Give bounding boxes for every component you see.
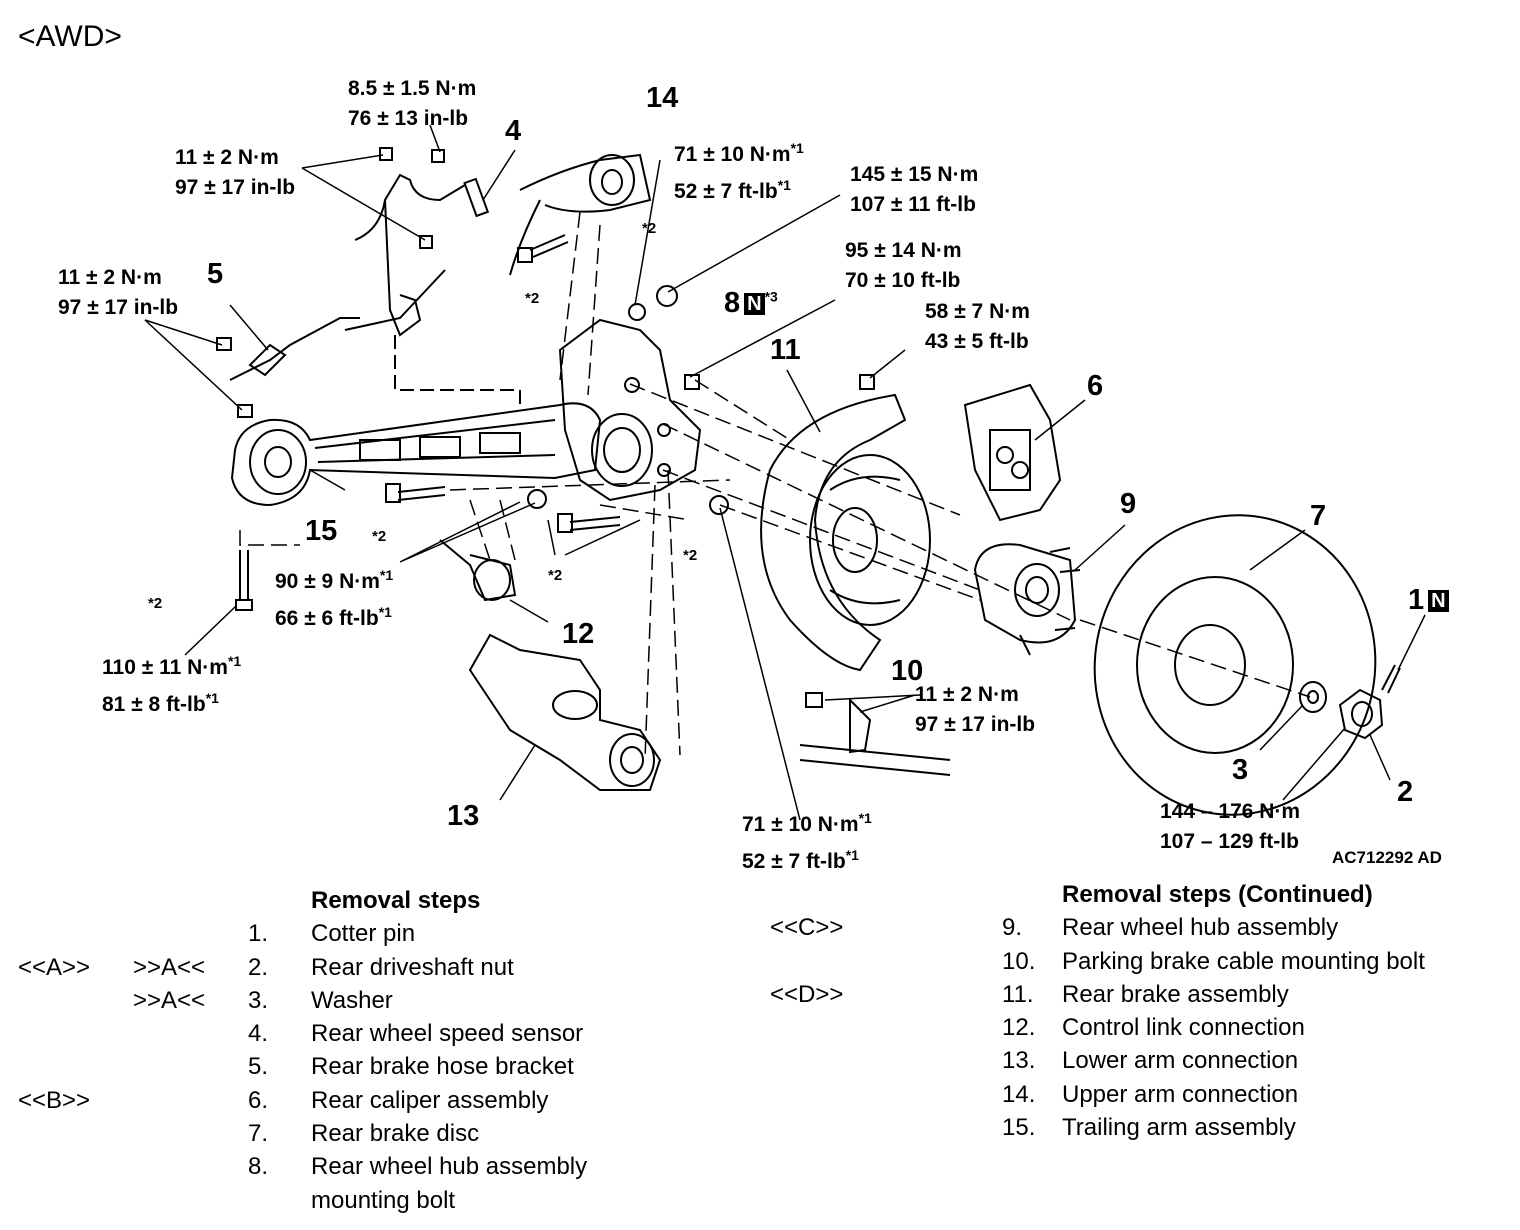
callout-10: 10: [891, 655, 924, 687]
caliper-part: [963, 383, 1062, 522]
nut-washer-cotter-part: [1299, 664, 1401, 740]
callout-9: 9: [1120, 488, 1137, 520]
step-row: 15.Trailing arm assembly: [1002, 1114, 1296, 1142]
star2-marker: *2: [372, 528, 387, 545]
upper-arm-part: [509, 153, 652, 276]
step-row: mounting bolt: [311, 1186, 456, 1214]
callout-5: 5: [207, 258, 224, 290]
torque-upper-arm: 71 ± 10 N·m*1 52 ± 7 ft-lb*1: [674, 140, 804, 203]
trailing-arm-part: [230, 402, 602, 507]
star2-marker: *2: [642, 220, 657, 237]
step-row: <<D>>11.Rear brake assembly: [770, 980, 1289, 1008]
torque-trailing-arm: 110 ± 11 N·m*1 81 ± 8 ft-lb*1: [102, 653, 242, 716]
step-row: 5.Rear brake hose bracket: [248, 1053, 574, 1081]
step-row: 14.Upper arm connection: [1002, 1080, 1299, 1108]
step-row: 8.Rear wheel hub assembly: [248, 1153, 588, 1181]
step-row: 7.Rear brake disc: [248, 1120, 480, 1148]
callout-7: 7: [1310, 500, 1327, 532]
callout-13: 13: [447, 800, 480, 832]
callout-11: 11: [770, 334, 801, 366]
lower-arm-part: [468, 633, 662, 791]
callout-14: 14: [646, 82, 679, 114]
step-row: <<B>>6.Rear caliper assembly: [18, 1086, 549, 1114]
brake-backing-plate-part: [760, 393, 931, 672]
step-row: 4.Rear wheel speed sensor: [248, 1020, 584, 1048]
removal-steps-left: Removal steps 1.Cotter pin <<A>>>>A<<2.R…: [18, 884, 718, 1217]
hub-part: [973, 543, 1081, 656]
callout-6: 6: [1087, 370, 1104, 402]
hose-bracket-part: [229, 317, 360, 381]
star2-marker: *2: [525, 290, 540, 307]
knuckle-part: [558, 318, 702, 502]
leader-lines: [144, 124, 1426, 821]
removal-steps-heading: Removal steps: [311, 887, 481, 914]
callout-12: 12: [562, 618, 595, 650]
step-row: 13.Lower arm connection: [1002, 1047, 1299, 1075]
torque-lower-arm: 71 ± 10 N·m*1 52 ± 7 ft-lb*1: [742, 810, 872, 873]
brake-disc-part: [1093, 514, 1377, 816]
removal-steps-right: Removal steps (Continued) <<C>>9.Rear wh…: [770, 878, 1510, 1144]
callout-15: 15: [305, 515, 338, 547]
diagram-title: <AWD>: [18, 20, 122, 53]
step-row: <<C>>9.Rear wheel hub assembly: [770, 914, 1339, 942]
torque-control-link: 90 ± 9 N·m*1 66 ± 6 ft-lb*1: [275, 567, 394, 630]
removal-steps-continued-heading: Removal steps (Continued): [1062, 881, 1373, 908]
step-row: <<A>>>>A<<2.Rear driveshaft nut: [18, 953, 514, 981]
control-link-part: [439, 539, 517, 602]
callout-4: 4: [505, 115, 522, 147]
callout-2: 2: [1397, 776, 1414, 808]
step-row: 1.Cotter pin: [248, 920, 416, 948]
dashed-alignment-lines: [239, 211, 1311, 761]
star2-marker: *2: [548, 567, 563, 584]
cable-bolt-part: [799, 692, 951, 776]
star2-marker: *2: [683, 547, 698, 564]
bolts: [216, 147, 875, 611]
exploded-suspension-diagram: [144, 124, 1426, 821]
step-row: 12.Control link connection: [1002, 1014, 1305, 1042]
callout-3: 3: [1232, 754, 1249, 786]
speed-sensor-part: [344, 173, 521, 410]
step-row: 10.Parking brake cable mounting bolt: [1002, 947, 1425, 975]
figure-code: AC712292 AD: [1332, 848, 1442, 867]
step-row: >>A<<3.Washer: [133, 986, 393, 1014]
star2-marker: *2: [148, 595, 163, 612]
